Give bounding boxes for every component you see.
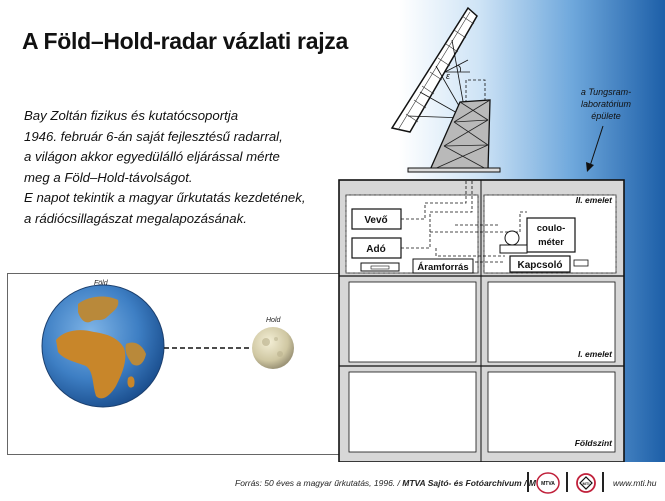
description-line: a világon akkor egyedülálló eljárással m… — [24, 149, 280, 164]
meter-dial-icon — [504, 230, 520, 246]
earth-globe — [41, 284, 165, 408]
floor-label-second: II. emelet — [576, 195, 614, 205]
description-line: 1946. február 6-án saját fejlesztésű rad… — [24, 128, 283, 144]
moon-globe — [252, 327, 294, 369]
coulometer-label: coulo- — [537, 223, 566, 234]
description-line: E napot tekintik a magyar űrkutatás kezd… — [24, 190, 306, 205]
credit-prefix: Forrás: 50 éves a magyar űrkutatás, 1996… — [235, 478, 403, 488]
power-source-label: Áramforrás — [417, 262, 468, 273]
website-link[interactable]: www.mti.hu — [613, 478, 657, 488]
power-source-box — [412, 258, 474, 274]
earth-label: Föld — [94, 280, 109, 287]
description-text: Bay Zoltán fizikus és kutatócsoportja 19… — [24, 106, 324, 229]
angle-label: ε — [446, 71, 451, 81]
description-line: meg a Föld–Hold-távolságot. — [24, 169, 193, 185]
credit-bold: MTVA Sajtó- és Fotóarchívum / MTI — [402, 478, 544, 488]
mtva-logo-text: MTVA — [541, 481, 555, 487]
switch-box — [509, 255, 571, 273]
description-line: a rádiócsillagászat megalapozásának. — [24, 210, 247, 226]
footer-separator — [527, 472, 529, 492]
mtva-logo: MTVA — [536, 472, 560, 494]
earth-moon-svg: Föld Hold — [41, 280, 294, 408]
footer-separator — [566, 472, 568, 492]
mti-logo-text: MTI — [583, 481, 590, 486]
description-line: Bay Zoltán fizikus és kutatócsoportja — [24, 108, 239, 123]
floor-label-first: I. emelet — [578, 349, 613, 359]
floor-label-ground: Földszint — [575, 438, 613, 448]
source-credit: Forrás: 50 éves a magyar űrkutatás, 1996… — [235, 478, 543, 488]
equipment: Vevő Adó Áramforrás coulo- méter Kapcsol… — [351, 180, 589, 274]
transmitter-label: Adó — [366, 244, 385, 255]
earth-moon-panel: Föld Hold — [7, 273, 341, 455]
receiver-box — [351, 208, 402, 230]
footer-separator — [602, 472, 604, 492]
switch-label: Kapcsoló — [517, 260, 562, 271]
building-diagram: ε a Tungsram- laboratórium épülete — [338, 6, 632, 462]
building-label-line: épülete — [591, 111, 621, 121]
arrow-head-icon — [586, 162, 594, 172]
receiver-label: Vevő — [364, 215, 387, 226]
building-label-line: laboratórium — [581, 99, 632, 109]
mti-logo: MTI — [576, 473, 596, 493]
transmitter-box — [351, 237, 402, 259]
moon-label: Hold — [266, 317, 282, 324]
radar-antenna: ε — [390, 6, 501, 173]
building: II. emelet I. emelet Földszint — [338, 179, 625, 462]
building-label: a Tungsram- laboratórium épülete — [581, 87, 632, 172]
coulometer-label: méter — [538, 237, 564, 248]
building-label-line: a Tungsram- — [581, 87, 631, 97]
coulometer-box — [526, 217, 576, 253]
page-title: A Föld–Hold-radar vázlati rajza — [22, 28, 348, 54]
